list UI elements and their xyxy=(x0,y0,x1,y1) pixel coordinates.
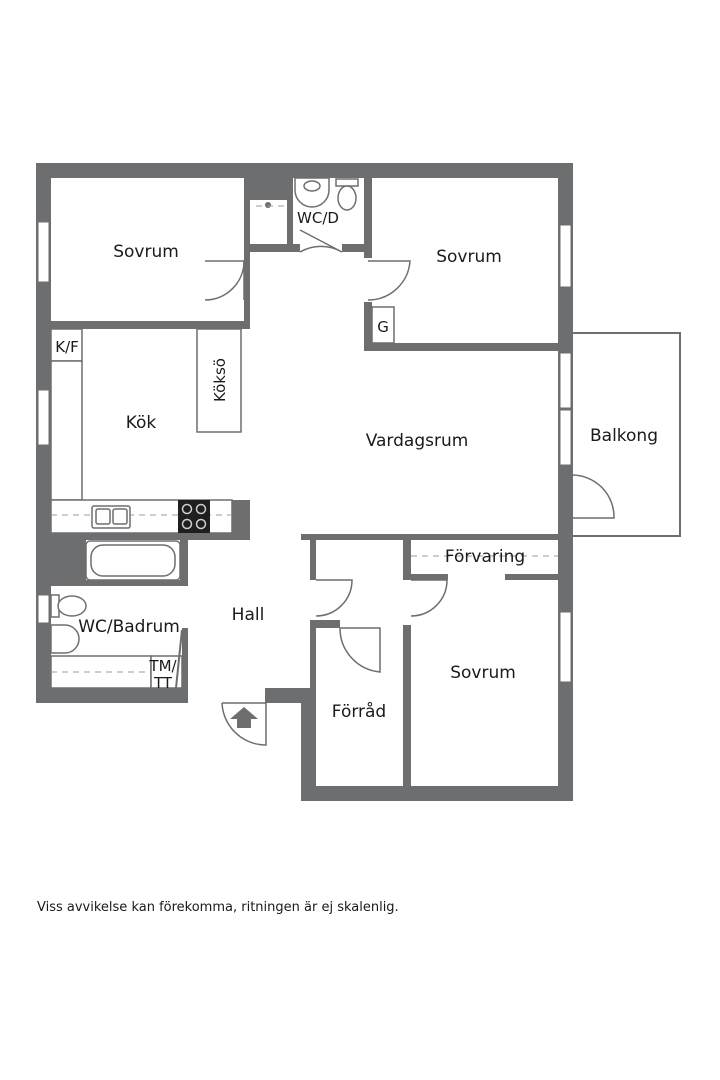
kitchen-fixtures xyxy=(50,328,242,534)
stove-icon xyxy=(178,500,210,533)
label-balcony: Balkong xyxy=(590,426,658,446)
label-bedroom-se: Sovrum xyxy=(450,663,516,683)
balcony-outline xyxy=(571,332,681,537)
label-pantry: Förråd xyxy=(332,701,386,722)
g-closet-box xyxy=(371,306,395,344)
entrance-arrow-icon xyxy=(230,707,258,728)
room-labels: Sovrum WC/D Sovrum G K/F Köksö Kök Varda… xyxy=(55,209,658,722)
label-kitchen: Kök xyxy=(126,413,157,433)
kitchen-cabinet-left xyxy=(50,360,83,501)
label-bedroom-nw: Sovrum xyxy=(113,242,179,262)
wcd-fixtures xyxy=(256,177,359,211)
label-storage: Förvaring xyxy=(445,547,525,567)
label-bedroom-ne: Sovrum xyxy=(436,247,502,267)
disclaimer-text: Viss avvikelse kan förekomma, ritningen … xyxy=(37,900,399,915)
kf-fridge xyxy=(50,328,83,362)
label-wc-d: WC/D xyxy=(297,209,339,227)
bathroom-fixtures xyxy=(50,540,183,689)
door-swings xyxy=(204,229,615,746)
windows xyxy=(37,221,572,683)
interior-walls xyxy=(51,178,573,795)
label-living-room: Vardagsrum xyxy=(366,431,469,451)
label-kf: K/F xyxy=(55,338,79,356)
kitchen-island-block xyxy=(196,328,242,433)
wc-toilet-icon xyxy=(335,178,359,187)
label-hall: Hall xyxy=(232,605,265,625)
label-tm-tt-1: TM/ xyxy=(148,657,177,675)
label-bathroom: WC/Badrum xyxy=(78,617,180,637)
label-g-closet: G xyxy=(377,318,389,336)
label-kitchen-island: Köksö xyxy=(211,358,229,402)
toilet-icon xyxy=(50,594,87,618)
washbasin-icon xyxy=(50,624,80,654)
label-tm-tt-2: TT xyxy=(153,674,173,692)
